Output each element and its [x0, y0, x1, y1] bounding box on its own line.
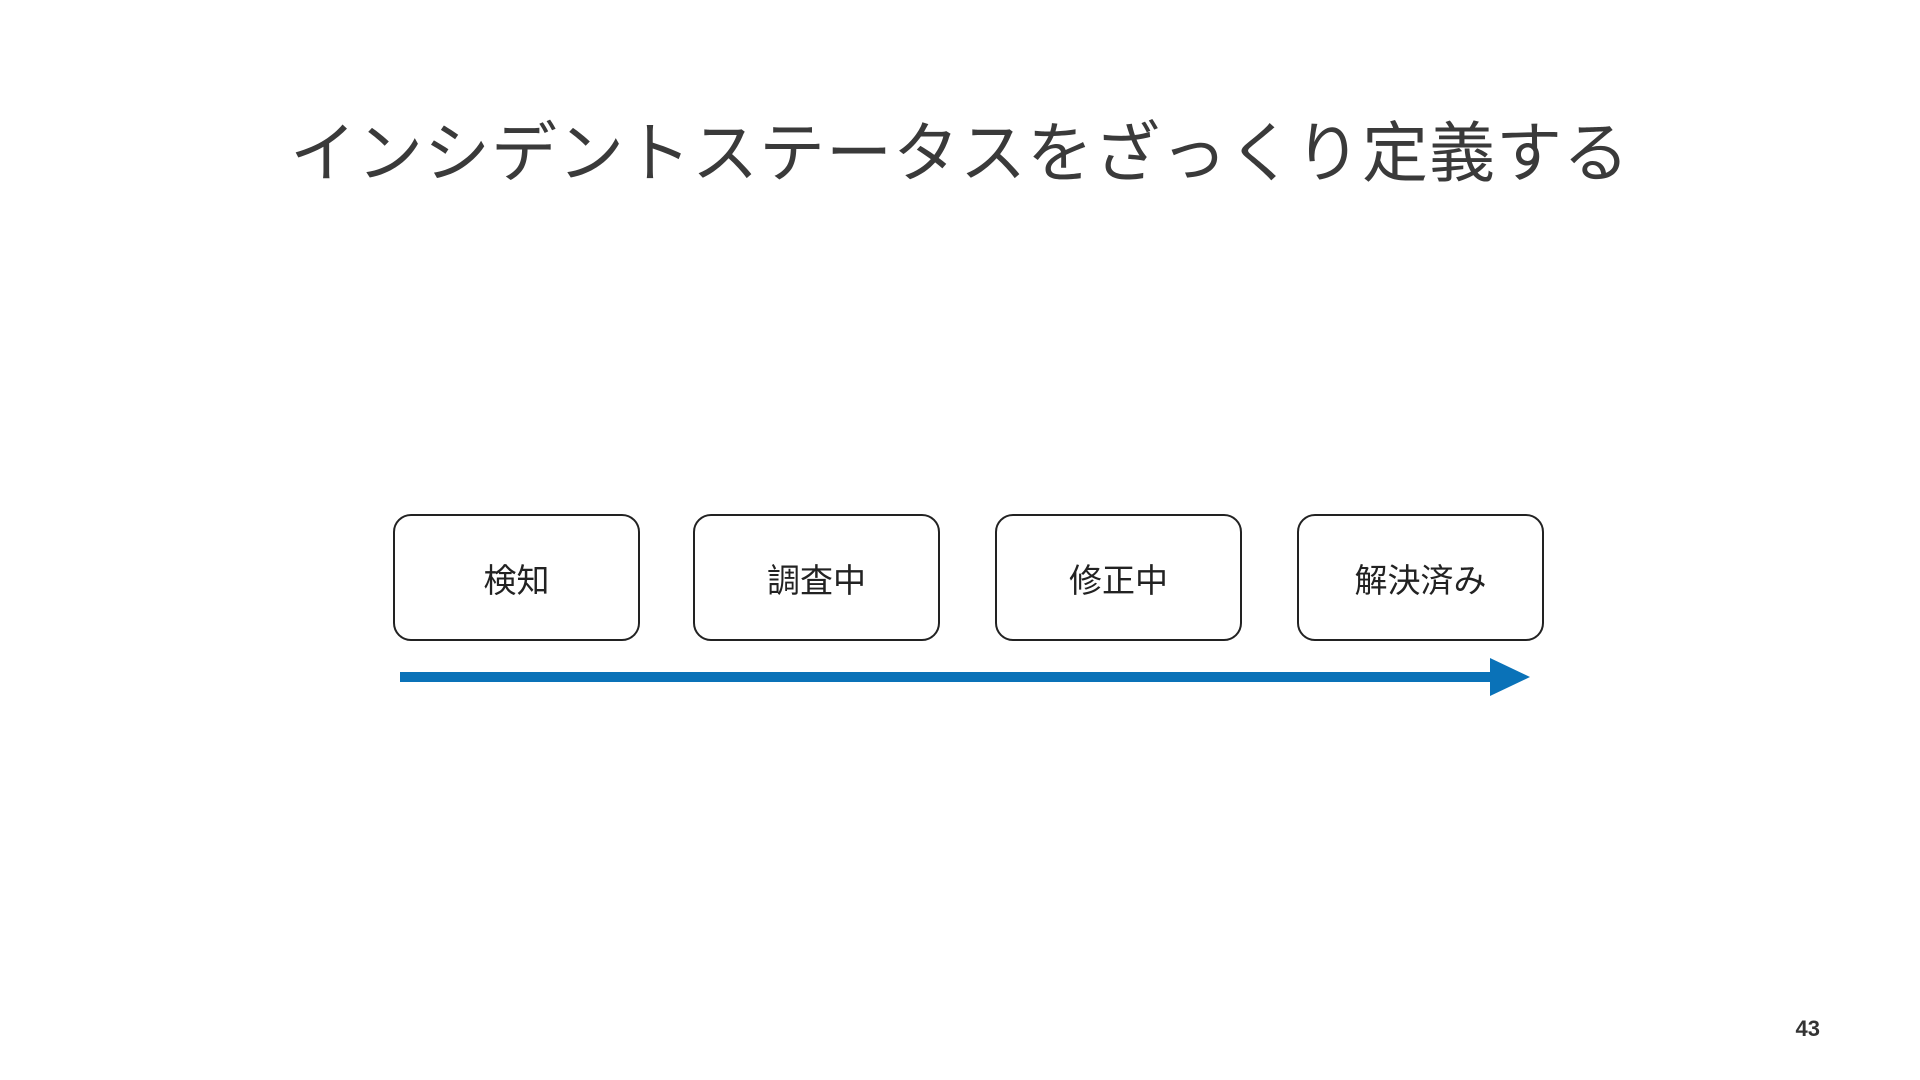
status-box-fixing: 修正中 [995, 514, 1242, 641]
slide-title: インシデントステータスをざっくり定義する [290, 115, 1630, 192]
status-box-investigating: 調査中 [693, 514, 940, 641]
page-number: 43 [1795, 1016, 1820, 1041]
status-label: 解決済み [1354, 560, 1487, 600]
flow-arrow-icon [400, 658, 1530, 696]
status-box-resolved: 解決済み [1297, 514, 1544, 641]
status-label: 検知 [483, 560, 550, 600]
status-box-detection: 検知 [393, 514, 640, 641]
status-label: 調査中 [767, 560, 866, 600]
status-label: 修正中 [1069, 560, 1168, 600]
